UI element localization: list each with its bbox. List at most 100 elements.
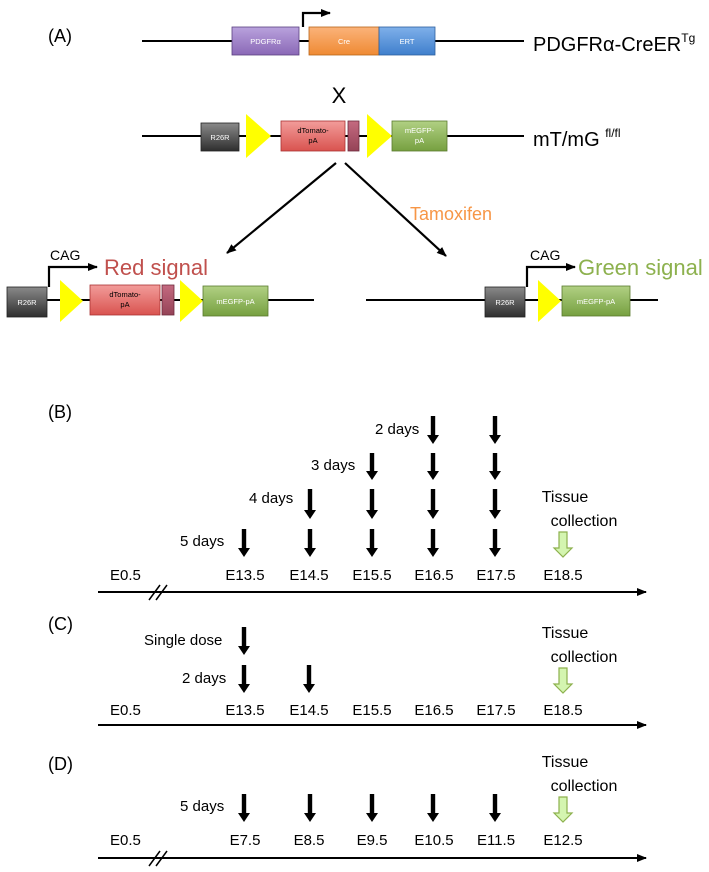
cag-label: CAG	[530, 247, 560, 263]
regimen-label: 2 days	[375, 421, 419, 438]
panel-label-d: (D)	[48, 754, 73, 774]
dtomato-line1: dTomato-	[297, 126, 329, 135]
mtmg-label: mT/mG fl/fl	[533, 126, 621, 151]
loxp-triangle	[180, 280, 203, 322]
arrow-to-red	[226, 162, 337, 254]
axis-break	[155, 584, 168, 601]
day-label: E14.5	[289, 702, 328, 719]
arrow-to-green	[344, 162, 447, 257]
dtomato-box	[89, 284, 161, 316]
megfp-label: mEGFP-pA	[577, 297, 615, 306]
day-label: E17.5	[476, 702, 515, 719]
megfp-box	[391, 120, 448, 152]
day-label: E13.5	[225, 702, 264, 719]
mtmg-superscript: fl/fl	[605, 126, 620, 140]
day-label: E16.5	[414, 702, 453, 719]
unrecombined-construct: R26R dTomato- pA mEGFP-pA CAG	[6, 247, 314, 322]
axis-break	[148, 850, 161, 867]
tamoxifen-label: Tamoxifen	[410, 204, 492, 224]
megfp-box	[202, 285, 269, 317]
injection-arrow	[489, 416, 501, 444]
injection-arrow	[366, 489, 378, 519]
mtmg-construct: R26R dTomato- pA mEGFP- pA	[142, 114, 524, 158]
stop-box	[347, 120, 360, 152]
dtomato-line2: pA	[308, 136, 317, 145]
regimen-label: 4 days	[249, 490, 293, 507]
regimen-label: 2 days	[182, 670, 226, 687]
injection-arrow	[238, 665, 250, 693]
start-day-label: E0.5	[110, 567, 141, 584]
collection-label-line2: collection	[551, 513, 618, 530]
day-label: E7.5	[230, 832, 261, 849]
regimen-label: 5 days	[180, 533, 224, 550]
panel-label-a: (A)	[48, 26, 72, 46]
injection-arrow	[427, 489, 439, 519]
cre-box	[308, 26, 380, 56]
loxp-triangle	[246, 114, 271, 158]
injection-arrow	[304, 794, 316, 822]
megfp-box	[561, 285, 631, 317]
transgene-superscript: Tg	[681, 31, 695, 45]
injection-arrow	[366, 529, 378, 557]
cre-box-label: Cre	[338, 37, 350, 46]
injection-arrow	[489, 453, 501, 480]
ert-box-label: ERT	[400, 37, 415, 46]
panel-label-b: (B)	[48, 402, 72, 422]
day-label: E15.5	[352, 567, 391, 584]
collection-label-line1: Tissue	[542, 754, 589, 771]
r26r-box	[6, 286, 48, 318]
day-label: E12.5	[543, 832, 582, 849]
regimen-label: Single dose	[144, 632, 222, 649]
injection-arrow	[238, 794, 250, 822]
recombined-construct: R26R mEGFP-pA CAG	[366, 247, 658, 322]
loxp-triangle	[538, 280, 561, 322]
pdgfra-box-label: PDGFRα	[250, 37, 281, 46]
day-label: E16.5	[414, 567, 453, 584]
dtomato-line1: dTomato-	[109, 290, 141, 299]
ert-box	[378, 26, 436, 56]
promoter-arrow	[301, 9, 331, 27]
axis-break	[148, 584, 161, 601]
injection-arrow	[427, 453, 439, 480]
collection-label-line1: Tissue	[542, 489, 589, 506]
injection-arrow	[304, 489, 316, 519]
red-signal-label: Red signal	[104, 255, 208, 280]
day-label: E18.5	[543, 702, 582, 719]
regimen-label: 5 days	[180, 798, 224, 815]
injection-arrow	[238, 627, 250, 655]
r26r-box-label: R26R	[495, 298, 515, 307]
injection-arrow	[489, 794, 501, 822]
r26r-box	[484, 286, 526, 318]
collection-arrow	[552, 796, 574, 823]
megfp-label: mEGFP-pA	[216, 297, 254, 306]
timeline-b: E0.5 E13.5 E14.5 E15.5 E16.5 E17.5 E18.5…	[98, 416, 647, 601]
r26r-box-label: R26R	[210, 133, 230, 142]
pdgfra-creer-construct: PDGFRα Cre ERT	[142, 9, 524, 56]
collection-arrow	[552, 531, 574, 558]
injection-arrow	[366, 453, 378, 480]
timeline-c: E0.5 E13.5 E14.5 E15.5 E16.5 E17.5 E18.5…	[98, 625, 647, 729]
injection-arrow	[303, 665, 315, 693]
r26r-box	[200, 122, 240, 152]
dtomato-box	[280, 120, 346, 152]
day-label: E8.5	[294, 832, 325, 849]
day-label: E10.5	[414, 832, 453, 849]
collection-label-line1: Tissue	[542, 625, 589, 642]
megfp-line2: pA	[415, 136, 424, 145]
cag-label: CAG	[50, 247, 80, 263]
day-label: E11.5	[477, 832, 515, 849]
collection-label-line2: collection	[551, 649, 618, 666]
mtmg-name: mT/mG	[533, 129, 605, 151]
injection-arrow	[489, 489, 501, 519]
timeline-d: E0.5 E7.5 E8.5 E9.5 E10.5 E11.5 E12.5 5 …	[98, 754, 647, 867]
cag-promoter-arrow	[47, 263, 98, 287]
start-day-label: E0.5	[110, 702, 141, 719]
megfp-line1: mEGFP-	[405, 126, 435, 135]
day-label: E17.5	[476, 567, 515, 584]
stop-box	[161, 284, 175, 316]
regimen-label: 3 days	[311, 457, 355, 474]
r26r-box-label: R26R	[17, 298, 37, 307]
injection-arrow	[427, 529, 439, 557]
cag-promoter-arrow	[525, 263, 576, 287]
